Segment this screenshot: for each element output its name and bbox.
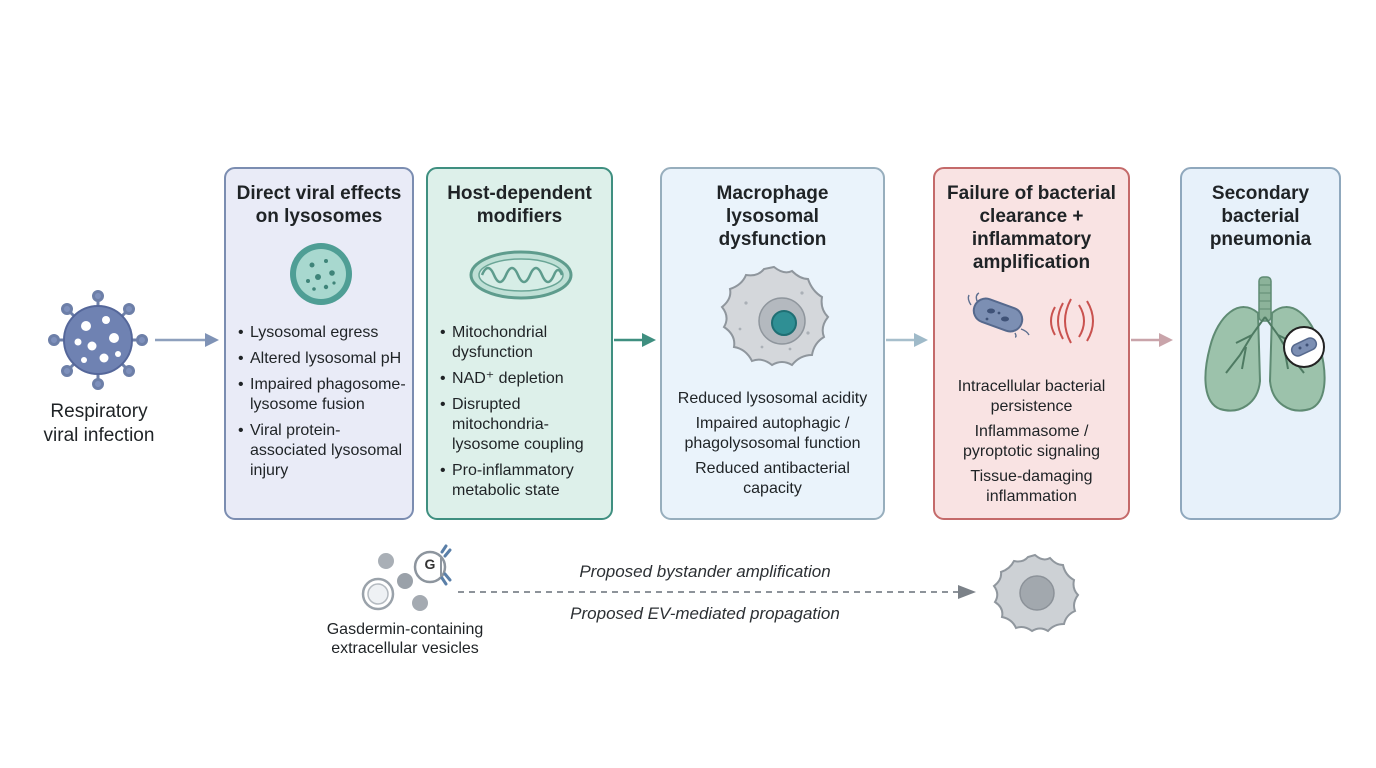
bystander-macrophage-icon (992, 553, 1080, 633)
start-label-line1: Respiratory (50, 401, 148, 422)
panel5-title-line3: pneumonia (1209, 229, 1312, 250)
panel4-title-line2: clearance + (979, 206, 1084, 227)
arrow-panel3-to-panel4 (886, 333, 928, 347)
panel1-list: Lysosomal egress Altered lysosomal pH Im… (238, 323, 408, 487)
panel-host-dependent-modifiers: Host-dependent modifiers Mitochondrial d… (426, 167, 613, 520)
panel4-title-line4: amplification (972, 252, 1091, 273)
panel-direct-viral-effects: Direct viral effects on lysosomes Lysoso… (224, 167, 414, 520)
panel2-title-line1: Host-dependent (447, 183, 592, 204)
panel3-title-line1: Macrophage (716, 183, 829, 204)
arrow-virus-to-panel1 (155, 333, 219, 347)
panel2-title: Host-dependent modifiers (428, 182, 611, 228)
start-label: Respiratory viral infection (20, 400, 178, 448)
dashed-arrow-label-top: Proposed bystander amplification (579, 562, 831, 581)
panel2-list: Mitochondrial dysfunction NAD⁺ depletion… (440, 323, 608, 507)
panel5-title: Secondary bacterial pneumonia (1182, 182, 1339, 251)
panel2-item: Disrupted mitochondria-lysosome coupling (440, 395, 608, 455)
panel3-item: Reduced lysosomal acidity (677, 390, 868, 407)
panel-macrophage-dysfunction: Macrophage lysosomal dysfunction Reduced… (660, 167, 885, 520)
panel1-item: Lysosomal egress (238, 323, 408, 343)
panel3-item: Reduced antibacterial capacity (695, 460, 850, 497)
bacterium-icon (967, 292, 1030, 338)
lysosome-icon (290, 243, 352, 305)
vesicles-label: Gasdermin-containing extracellular vesic… (300, 620, 510, 658)
panel3-title-line2: lysosomal (726, 206, 819, 227)
panel-failure-bacterial-clearance: Failure of bacterial clearance + inflamm… (933, 167, 1130, 520)
arrow-panel2-to-panel3 (614, 333, 656, 347)
panel4-title-line1: Failure of bacterial (947, 183, 1116, 204)
panel5-title-line2: bacterial (1221, 206, 1300, 227)
panel1-item: Viral protein-associated lysosomal injur… (238, 421, 408, 481)
panel4-title: Failure of bacterial clearance + inflamm… (935, 182, 1128, 274)
vesicle-g-marker: G (424, 556, 436, 572)
arrow-panel4-to-panel5 (1131, 333, 1173, 347)
vesicles-icon (361, 544, 452, 611)
panel4-title-line3: inflammatory (971, 229, 1092, 250)
vesicles-label-line1: Gasdermin-containing (326, 621, 484, 638)
panel2-item: Mitochondrial dysfunction (440, 323, 608, 363)
panel1-title: Direct viral effects on lysosomes (226, 182, 412, 228)
bacteria-inset-icon (1282, 325, 1326, 369)
panel4-item: Inflammasome / pyroptotic signaling (963, 423, 1100, 460)
start-label-line2: viral infection (43, 425, 155, 446)
mitochondrion-icon (469, 250, 573, 300)
panel4-item: Tissue-damaging inflammation (970, 468, 1093, 505)
panel1-item: Impaired phagosome-lysosome fusion (238, 375, 408, 415)
panel1-title-line1: Direct viral effects (236, 183, 402, 204)
inflammation-signal-icon (1050, 298, 1094, 344)
panel3-title: Macrophage lysosomal dysfunction (662, 182, 883, 251)
panel-secondary-bacterial-pneumonia: Secondary bacterial pneumonia (1180, 167, 1341, 520)
panel1-item: Altered lysosomal pH (238, 349, 408, 369)
panel2-title-line2: modifiers (476, 206, 563, 227)
panel3-item: Impaired autophagic / phagolysosomal fun… (684, 415, 861, 452)
macrophage-icon (720, 265, 830, 367)
panel4-item: Intracellular bacterial persistence (957, 378, 1106, 415)
panel2-item: NAD⁺ depletion (440, 369, 608, 389)
panel5-title-line1: Secondary (1211, 183, 1310, 204)
vesicles-label-line2: extracellular vesicles (331, 640, 479, 657)
dashed-propagation-arrow (458, 585, 976, 599)
virus-icon (48, 290, 148, 390)
panel4-list: Intracellular bacterial persistence Infl… (935, 377, 1128, 512)
panel2-item: Pro-inflammatory metabolic state (440, 461, 608, 501)
panel3-list: Reduced lysosomal acidity Impaired autop… (662, 389, 883, 504)
dashed-arrow-label-bottom: Proposed EV-mediated propagation (570, 604, 840, 623)
panel3-title-line3: dysfunction (718, 229, 827, 250)
panel1-title-line2: on lysosomes (255, 206, 383, 227)
